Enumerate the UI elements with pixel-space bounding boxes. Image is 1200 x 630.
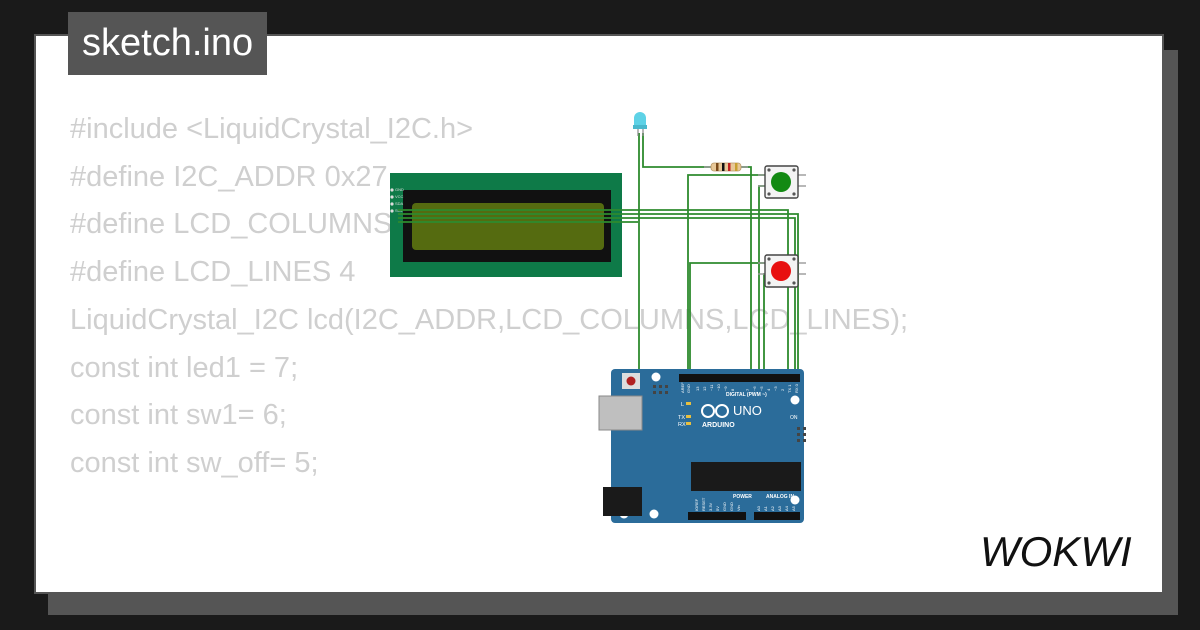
svg-text:4: 4 xyxy=(766,388,771,391)
svg-text:TX 1: TX 1 xyxy=(787,384,792,393)
svg-text:3.3V: 3.3V xyxy=(708,502,713,511)
svg-text:A0: A0 xyxy=(756,505,761,511)
svg-text:~9: ~9 xyxy=(723,386,728,391)
svg-text:~3: ~3 xyxy=(773,386,778,391)
led-bulb xyxy=(634,112,646,126)
svg-text:AREF: AREF xyxy=(680,382,685,393)
svg-text:GND: GND xyxy=(686,384,691,393)
svg-text:A4: A4 xyxy=(784,505,789,511)
svg-text:SDA: SDA xyxy=(395,201,404,206)
preview-card: #include <LiquidCrystal_I2C.h> #define I2… xyxy=(34,34,1164,594)
pushbutton-cap-green xyxy=(771,172,791,192)
wire-resistor-pin7 xyxy=(741,166,752,378)
led[interactable] xyxy=(633,112,647,136)
header-pin-labels: AREF GND 13 12 ~11 ~10 ~9 8 7 ~6 ~5 4 ~3… xyxy=(680,382,799,511)
wokwi-logo-text: WOKWI xyxy=(980,528,1132,575)
wokwi-logo[interactable]: WOKWI xyxy=(976,524,1151,580)
svg-text:A3: A3 xyxy=(777,505,782,511)
svg-text:A5: A5 xyxy=(791,505,796,511)
svg-text:Vin: Vin xyxy=(736,505,741,511)
wire-button1-gnd xyxy=(687,174,766,378)
resistor[interactable] xyxy=(704,162,748,172)
board-brand-label: ARDUINO xyxy=(702,422,735,429)
svg-text:7: 7 xyxy=(745,388,750,391)
svg-text:13: 13 xyxy=(695,386,700,391)
code-line: #include <LiquidCrystal_I2C.h> xyxy=(70,113,474,145)
pushbutton-green[interactable] xyxy=(758,165,806,199)
svg-text:A2: A2 xyxy=(770,505,775,511)
svg-text:IOREF: IOREF xyxy=(694,498,699,511)
svg-text:12: 12 xyxy=(702,386,707,391)
wire-button2-gnd xyxy=(689,262,766,378)
file-name-tab[interactable]: sketch.ino xyxy=(68,12,268,75)
svg-text:RX 0: RX 0 xyxy=(794,383,799,393)
analog-header xyxy=(754,512,800,520)
analog-label: ANALOG IN xyxy=(766,494,794,500)
arduino-uno[interactable]: UNO ARDUINO DIGITAL (PWM ~) POWER ANALOG… xyxy=(598,369,806,523)
code-preview: #include <LiquidCrystal_I2C.h> #define I2… xyxy=(70,106,908,488)
svg-text:GND: GND xyxy=(395,187,404,192)
board-model-label: UNO xyxy=(733,403,762,418)
code-line: const int led1 = 7; xyxy=(70,351,299,384)
on-label: ON xyxy=(790,415,798,421)
power-jack xyxy=(603,487,642,516)
lcd-display[interactable]: GND VCC SDA SCL xyxy=(390,173,622,277)
svg-text:~10: ~10 xyxy=(716,383,721,391)
led-rim xyxy=(633,125,647,129)
svg-text:2: 2 xyxy=(780,388,785,391)
wire-button2-pin5 xyxy=(763,273,797,378)
code-line: #define I2C_ADDR 0x27 xyxy=(70,160,388,193)
atmega-chip xyxy=(691,462,801,491)
svg-text:~5: ~5 xyxy=(759,386,764,391)
svg-text:8: 8 xyxy=(730,388,735,391)
pushbutton-cap-red xyxy=(771,261,791,281)
digital-label: DIGITAL (PWM ~) xyxy=(726,392,767,398)
tx-label: TX xyxy=(678,415,685,421)
pushbutton-red[interactable] xyxy=(758,254,806,288)
rx-label: RX xyxy=(678,422,686,428)
digital-header xyxy=(679,374,800,382)
power-header xyxy=(688,512,746,520)
wire-led-resistor xyxy=(642,133,711,168)
svg-text:5V: 5V xyxy=(715,506,720,511)
code-line: #define LCD_LINES 4 xyxy=(70,256,356,289)
power-label: POWER xyxy=(733,494,752,500)
code-line: LiquidCrystal_I2C lcd(I2C_ADDR,LCD_COLUM… xyxy=(70,303,909,336)
code-line: const int sw1= 6; xyxy=(70,399,287,432)
svg-text:RESET: RESET xyxy=(701,497,706,511)
svg-text:~11: ~11 xyxy=(709,384,714,391)
arduino-logo-icon xyxy=(701,404,729,418)
svg-text:A1: A1 xyxy=(763,505,768,511)
svg-text:GND: GND xyxy=(722,502,727,511)
svg-text:VCC: VCC xyxy=(395,194,404,199)
code-line: const int sw_off= 5; xyxy=(70,446,319,479)
usb-port xyxy=(598,395,643,431)
svg-text:GND: GND xyxy=(729,502,734,511)
svg-text:~6: ~6 xyxy=(752,386,757,391)
l-label: L xyxy=(681,402,684,408)
